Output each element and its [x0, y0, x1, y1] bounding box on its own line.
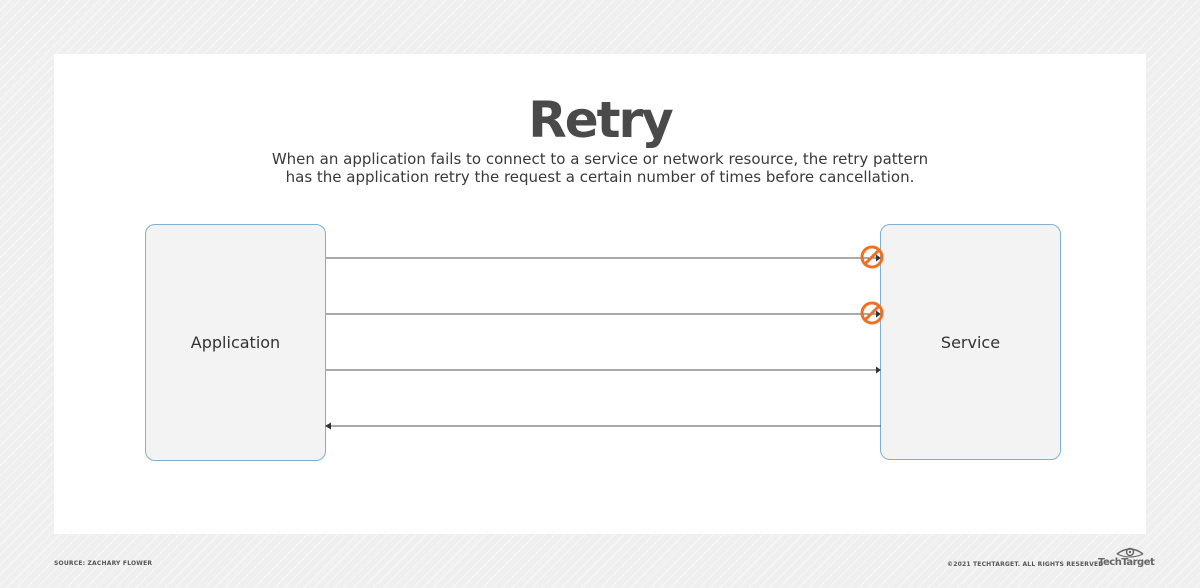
application-label: Application	[190, 333, 281, 352]
techtarget-logo: TechTarget	[1098, 545, 1155, 571]
diagram-subtitle: When an application fails to connect to …	[250, 150, 950, 186]
service-label: Service	[940, 332, 1001, 352]
application-node: Application	[145, 224, 326, 461]
request-arrow-failed-1	[326, 254, 881, 262]
response-arrow	[325, 422, 881, 430]
request-arrow-failed-2	[326, 310, 881, 318]
subtitle-line-2: has the application retry the request a …	[285, 168, 915, 186]
request-arrow-success	[326, 366, 881, 374]
service-node: Service	[880, 224, 1061, 460]
failure-icon	[860, 301, 884, 325]
failure-icon	[860, 245, 884, 269]
subtitle-line-1: When an application fails to connect to …	[271, 150, 929, 168]
copyright-notice: ©2021 TECHTARGET. ALL RIGHTS RESERVED	[947, 561, 1104, 568]
source-credit: SOURCE: ZACHARY FLOWER	[54, 560, 153, 567]
diagram-title: Retry	[528, 91, 674, 149]
eye-icon	[1116, 547, 1144, 558]
logo-text: TechTarget	[1098, 557, 1155, 568]
